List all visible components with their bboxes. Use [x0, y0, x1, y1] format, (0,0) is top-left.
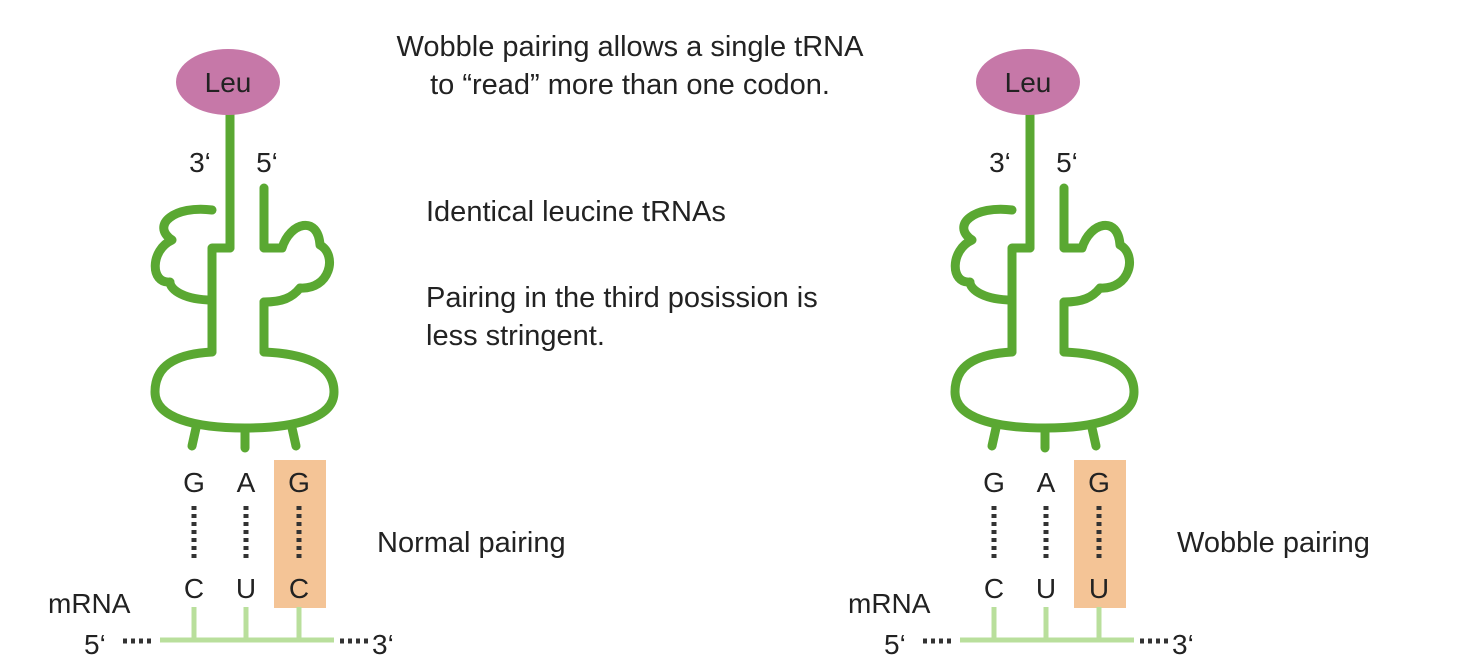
trna-3-prime-label: 3‘: [189, 147, 211, 178]
mrna-label: mRNA: [848, 588, 931, 619]
codon-base-1: C: [184, 573, 204, 604]
panel-normal: Leu 3‘ 5‘ G A G C U C mRNA 5‘ 3‘ Normal …: [48, 49, 566, 660]
amino-acid-bubble: [976, 49, 1080, 115]
amino-acid-label: Leu: [1005, 67, 1052, 98]
mrna-strand: [160, 607, 334, 643]
pairing-type-label: Wobble pairing: [1177, 527, 1370, 559]
codon-base-2: U: [236, 573, 256, 604]
codon-base-3: U: [1089, 573, 1109, 604]
amino-acid-label: Leu: [205, 67, 252, 98]
anticodon-base-1: G: [983, 467, 1005, 498]
anticodon-base-1: G: [183, 467, 205, 498]
mrna-5-prime-label: 5‘: [84, 629, 106, 660]
codon-base-3: C: [289, 573, 309, 604]
mrna-strand: [960, 607, 1134, 643]
anticodon-base-2: A: [237, 467, 256, 498]
anticodon-base-3: G: [1088, 467, 1110, 498]
title-line-1: Wobble pairing allows a single tRNA: [396, 31, 864, 63]
pairing-type-label: Normal pairing: [377, 527, 566, 559]
title: Wobble pairing allows a single tRNA to “…: [280, 28, 980, 104]
mrna-3-prime-label: 3‘: [372, 629, 394, 660]
trna-structure: [955, 112, 1134, 448]
third-position-note: Pairing in the third posission is less s…: [426, 279, 818, 355]
anticodon-base-2: A: [1037, 467, 1056, 498]
panel-wobble: Leu 3‘ 5‘ G A G C U U mRNA 5‘ 3‘ Wobble …: [848, 49, 1370, 660]
mrna-5-prime-label: 5‘: [884, 629, 906, 660]
anticodon-base-3: G: [288, 467, 310, 498]
third-position-line-2: less stringent.: [426, 320, 605, 352]
trna-5-prime-label: 5‘: [1056, 147, 1078, 178]
amino-acid-bubble: [176, 49, 280, 115]
codon-base-1: C: [984, 573, 1004, 604]
identical-trna-note: Identical leucine tRNAs: [426, 196, 726, 228]
mrna-label: mRNA: [48, 588, 131, 619]
trna-structure: [155, 112, 334, 448]
title-line-2: to “read” more than one codon.: [430, 69, 830, 101]
third-position-line-1: Pairing in the third posission is: [426, 282, 818, 314]
trna-3-prime-label: 3‘: [989, 147, 1011, 178]
codon-base-2: U: [1036, 573, 1056, 604]
trna-5-prime-label: 5‘: [256, 147, 278, 178]
mrna-3-prime-label: 3‘: [1172, 629, 1194, 660]
